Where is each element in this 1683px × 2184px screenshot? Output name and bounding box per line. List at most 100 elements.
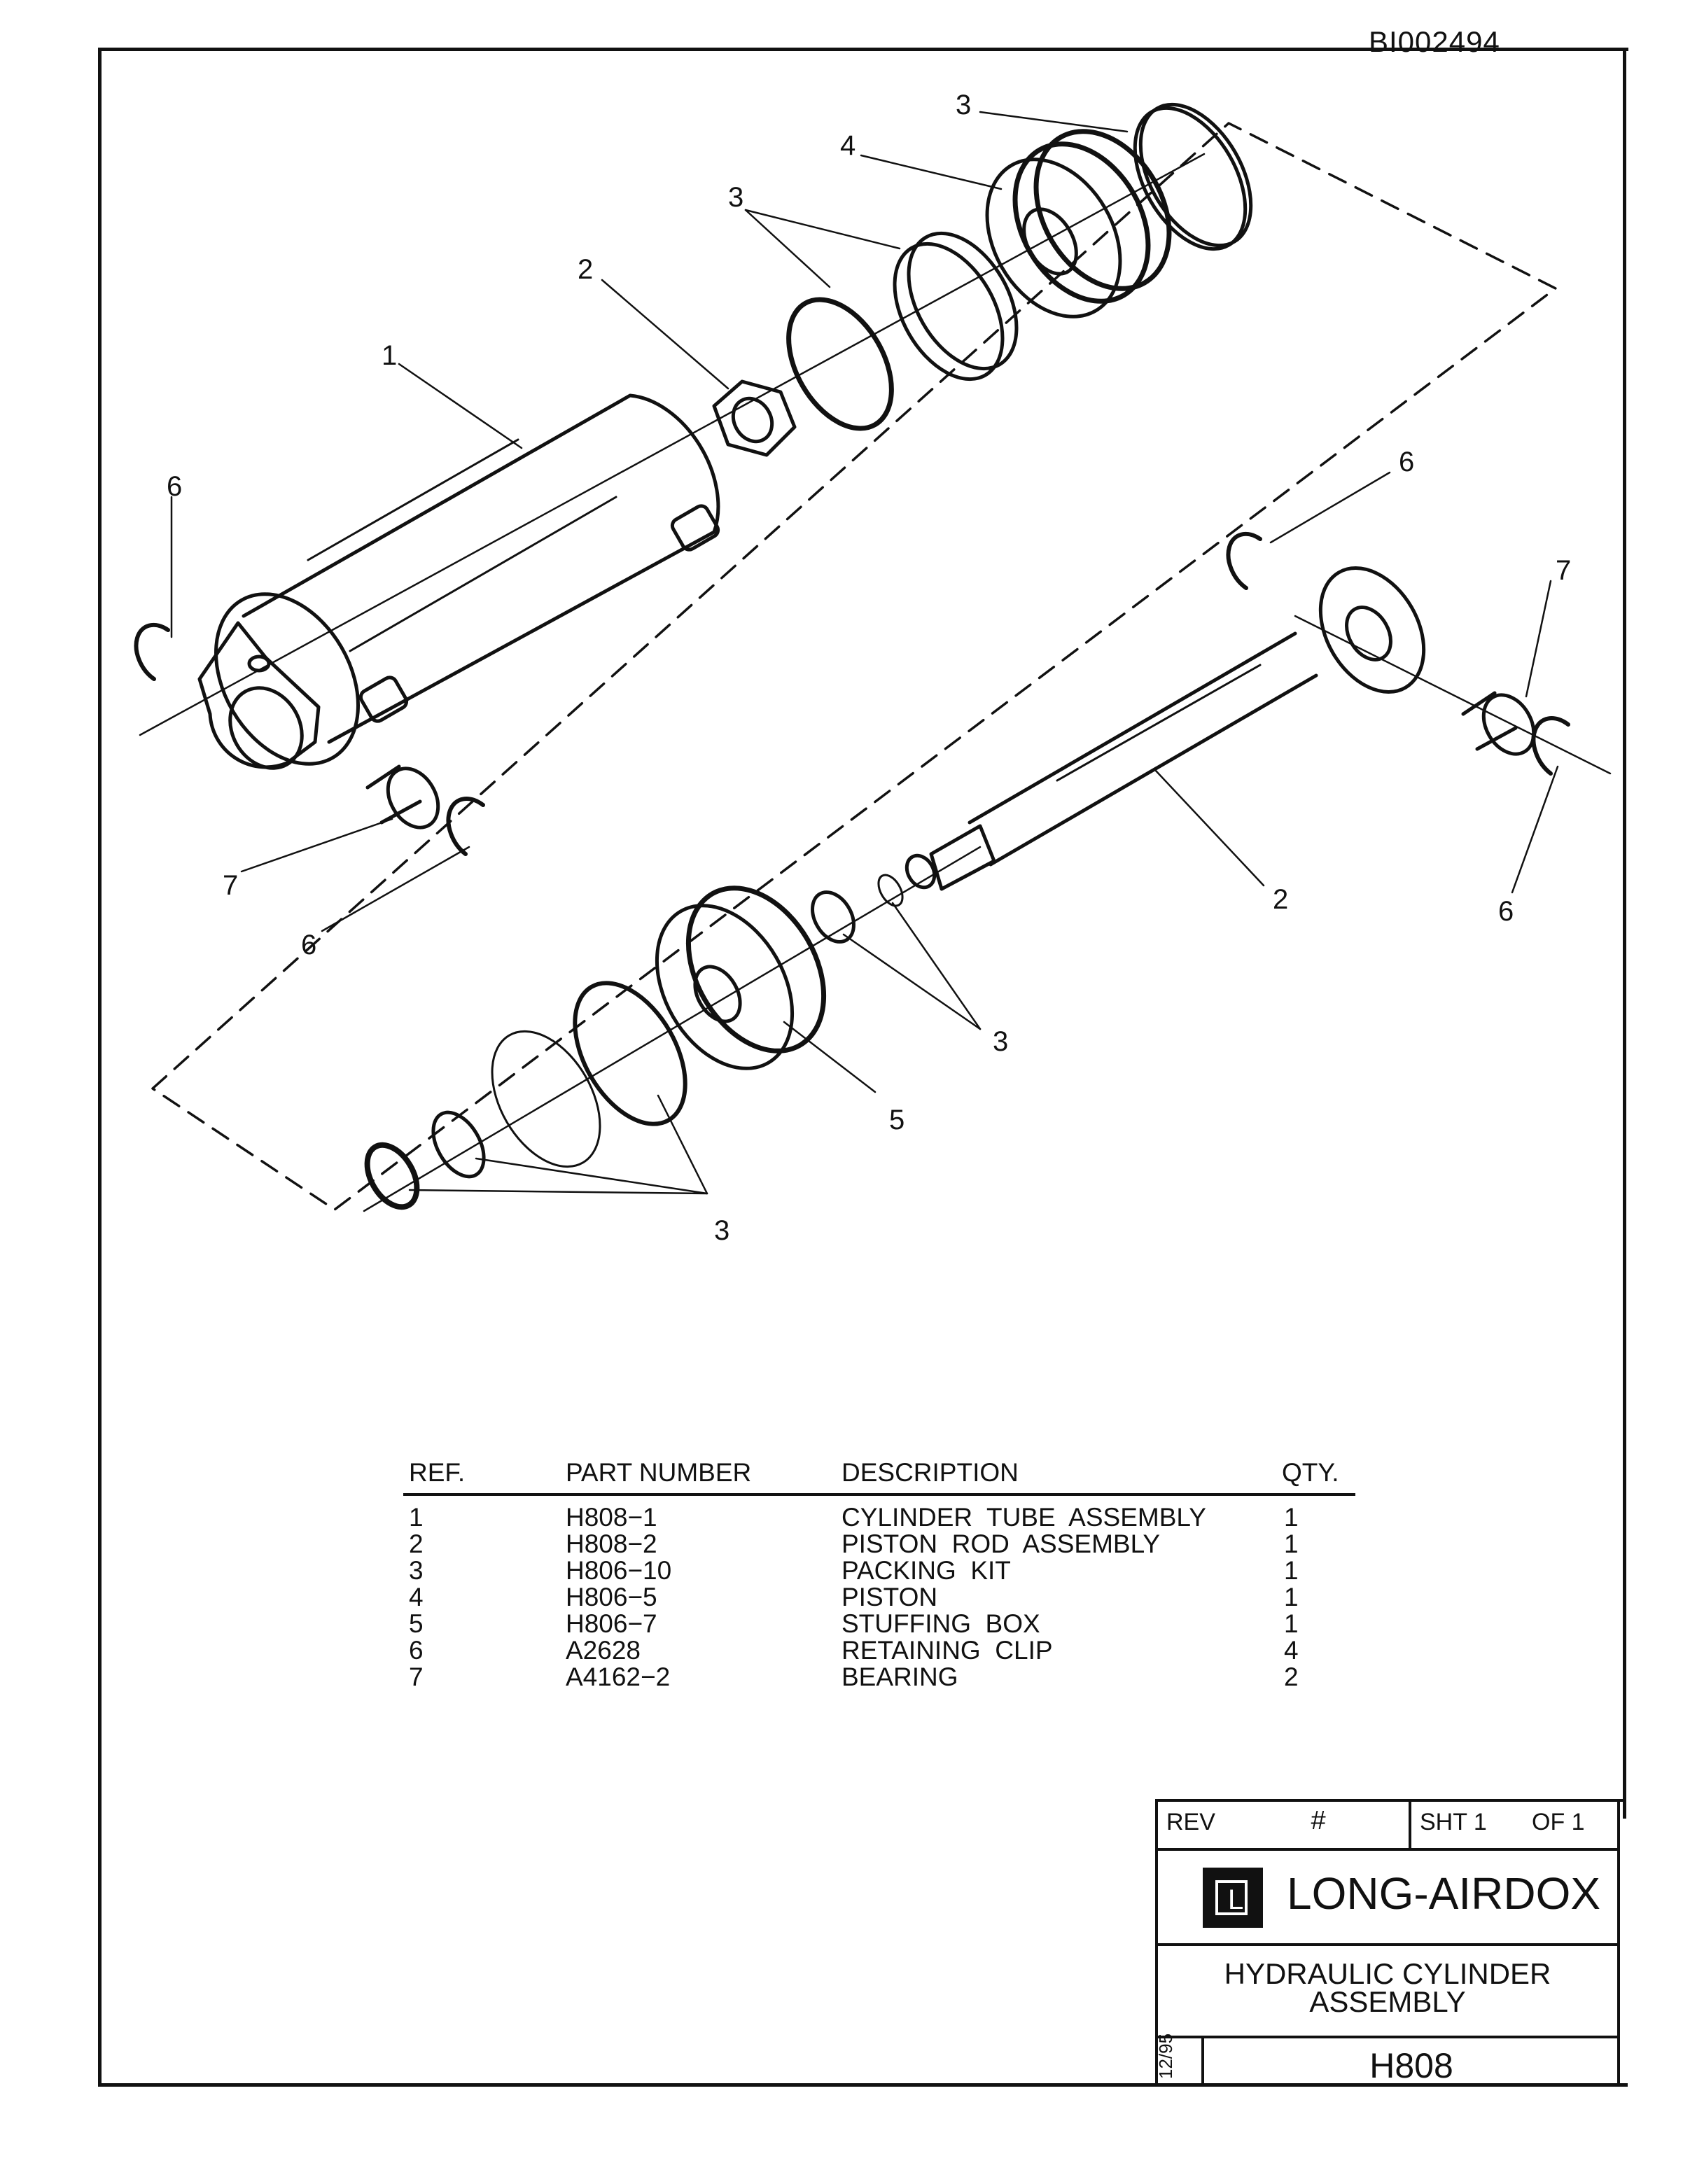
drawing-number: H808	[1369, 2046, 1453, 2085]
bearing-left	[365, 764, 440, 830]
hex-nut-part	[712, 379, 797, 457]
callout-6-lower-right: 6	[1498, 896, 1514, 927]
assembly-boundary-dashed	[151, 122, 1557, 1211]
company-name: LONG-AIRDOX	[1287, 1868, 1601, 1919]
row-qty: 1	[1284, 1609, 1299, 1638]
retaining-clip-lower-left	[446, 797, 485, 856]
callout-4: 4	[840, 130, 856, 161]
row-ref: 6	[409, 1636, 424, 1665]
title-block-divider	[1155, 1943, 1620, 1946]
rev-label: REV	[1166, 1809, 1215, 1835]
column-header-ref: REF.	[409, 1458, 466, 1487]
column-header-qty: QTY.	[1282, 1458, 1339, 1487]
wiper-lower	[431, 1110, 486, 1179]
callout-6-upper-right: 6	[1399, 447, 1415, 477]
row-part-number: H806−10	[566, 1556, 672, 1585]
row-part-number: A4162−2	[566, 1662, 671, 1691]
rev-value: #	[1311, 1806, 1326, 1835]
callout-7-left: 7	[223, 870, 239, 901]
axis-line-upper	[139, 153, 1206, 736]
row-part-number: H808−1	[566, 1503, 657, 1532]
packing-ring-upper-b	[893, 231, 1019, 382]
cylinder-tube-part	[197, 393, 720, 770]
frame-top-border	[98, 48, 1628, 51]
row-qty: 2	[1284, 1662, 1299, 1691]
retaining-clip-upper-left	[134, 622, 170, 681]
callout-3-top: 3	[956, 90, 972, 120]
row-ref: 5	[409, 1609, 424, 1638]
row-ref: 7	[409, 1662, 424, 1691]
gasket-lower	[491, 1030, 601, 1168]
table-row: 6 A2628 RETAINING CLIP 4	[403, 1636, 1355, 1665]
column-header-part-number: PART NUMBER	[566, 1458, 752, 1487]
leader-lines	[170, 111, 1559, 1195]
callout-6-lower-left: 6	[301, 930, 317, 960]
row-description: PACKING KIT	[842, 1556, 1011, 1585]
callout-2-upper: 2	[578, 254, 594, 285]
row-qty: 1	[1284, 1556, 1299, 1585]
row-part-number: H806−5	[566, 1583, 657, 1611]
drawing-title-line-1: HYDRAULIC CYLINDER	[1224, 1957, 1551, 1990]
callout-1: 1	[382, 340, 398, 371]
row-qty: 1	[1284, 1583, 1299, 1611]
row-qty: 1	[1284, 1530, 1299, 1558]
callout-3-bottom: 3	[714, 1215, 730, 1246]
row-part-number: H808−2	[566, 1530, 657, 1558]
company-logo: L	[1203, 1868, 1263, 1928]
row-ref: 1	[409, 1503, 424, 1532]
title-block-divider	[1409, 1799, 1411, 1849]
packing-ring-small-b	[877, 874, 904, 907]
row-part-number: A2628	[566, 1636, 641, 1665]
packing-ring-upper-a	[786, 297, 894, 431]
row-description: STUFFING BOX	[842, 1609, 1040, 1638]
retaining-clip-right	[1531, 716, 1570, 776]
sheet-number: SHT 1	[1420, 1809, 1487, 1835]
bearing-right	[1461, 691, 1536, 756]
column-header-description: DESCRIPTION	[842, 1458, 1019, 1487]
company-logo-letter: L	[1228, 1884, 1244, 1915]
row-ref: 2	[409, 1530, 424, 1558]
row-description: PISTON ROD ASSEMBLY	[842, 1530, 1161, 1558]
row-description: PISTON	[842, 1583, 938, 1611]
piston-part	[985, 129, 1172, 318]
row-description: CYLINDER TUBE ASSEMBLY	[842, 1503, 1206, 1532]
title-block	[1155, 1799, 1623, 2086]
drawing-title: HYDRAULIC CYLINDER ASSEMBLY	[1155, 1957, 1620, 2018]
row-description: BEARING	[842, 1662, 958, 1691]
row-ref: 3	[409, 1556, 424, 1585]
table-row: 5 H806−7 STUFFING BOX 1	[403, 1609, 1355, 1638]
drawing-frame	[98, 48, 1628, 2087]
callout-3-upper: 3	[728, 182, 744, 213]
callout-5: 5	[889, 1105, 905, 1135]
o-ring-lower	[573, 981, 687, 1126]
sheet-total: OF 1	[1532, 1809, 1585, 1835]
parts-list-header: REF. PART NUMBER DESCRIPTION QTY.	[403, 1458, 1355, 1496]
table-row: 2 H808−2 PISTON ROD ASSEMBLY 1	[403, 1530, 1355, 1558]
axis-line-lower	[363, 846, 982, 1212]
seal-lower	[364, 1142, 420, 1210]
callout-2-lower: 2	[1273, 884, 1289, 915]
packing-ring-upper-c	[1133, 102, 1253, 251]
packing-ring-small-a	[811, 890, 856, 944]
row-qty: 1	[1284, 1503, 1299, 1532]
document-id: BI002494	[1369, 25, 1500, 58]
row-qty: 4	[1284, 1636, 1299, 1665]
axis-line-rod	[1294, 615, 1612, 775]
frame-right-border	[1623, 48, 1626, 1819]
row-part-number: H806−7	[566, 1609, 657, 1638]
title-block-divider	[1155, 1848, 1620, 1851]
callout-6-upper-left: 6	[167, 471, 183, 502]
callout-7-right: 7	[1556, 555, 1572, 586]
retaining-clip-rod-top	[1226, 531, 1262, 590]
exploded-view-diagram	[134, 102, 1612, 1212]
row-description: RETAINING CLIP	[842, 1636, 1053, 1665]
title-block-divider	[1155, 2036, 1620, 2038]
table-row: 3 H806−10 PACKING KIT 1	[403, 1556, 1355, 1585]
table-row: 1 H808−1 CYLINDER TUBE ASSEMBLY 1	[403, 1503, 1355, 1532]
callout-3-middle: 3	[993, 1026, 1009, 1057]
drawing-title-line-2: ASSEMBLY	[1309, 1985, 1466, 2018]
